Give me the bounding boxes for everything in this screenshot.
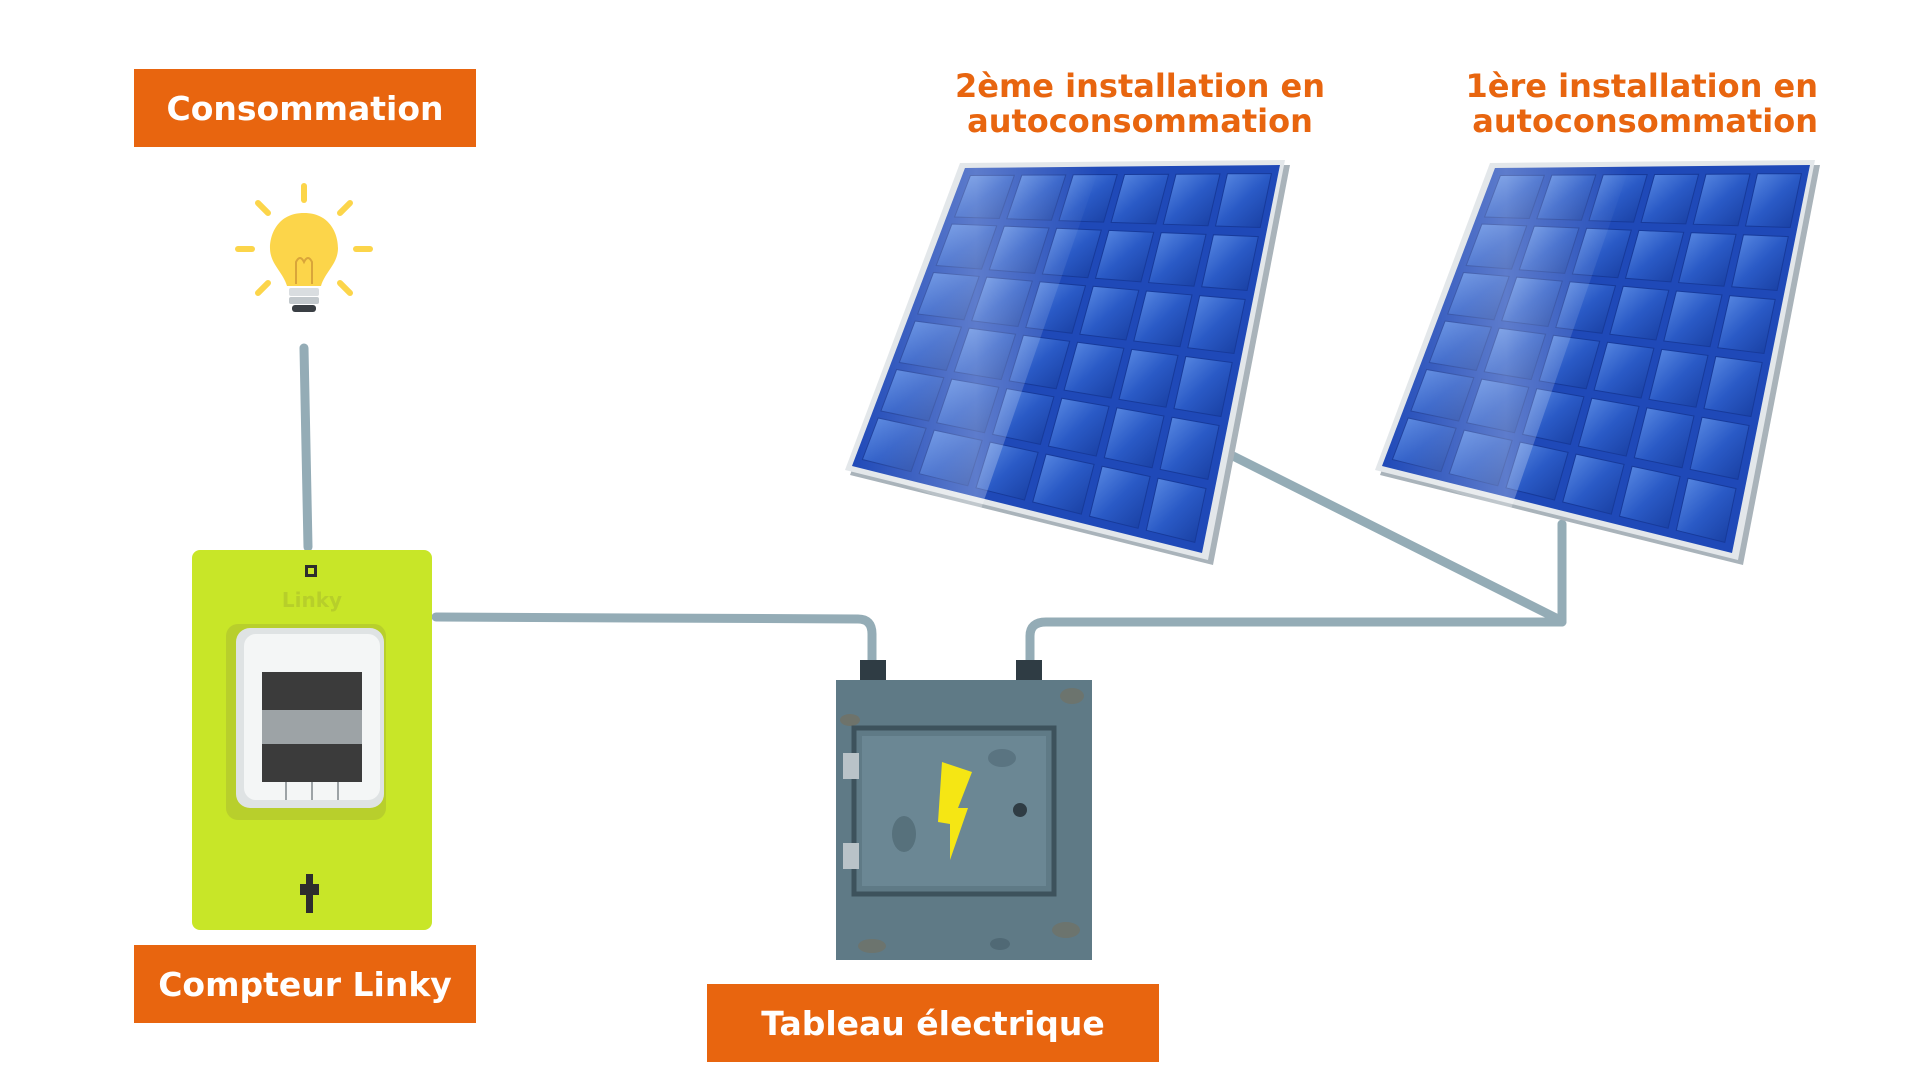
solar-cell [1159, 416, 1220, 480]
first-installation-line1: 1ère installation en [1465, 67, 1818, 105]
solar-cell [1094, 229, 1155, 283]
solar-cell [1079, 285, 1140, 341]
solar-cell [1663, 290, 1723, 348]
second-installation-line1: 2ème installation en [954, 67, 1326, 105]
first-installation-title: 1ère installation en autoconsommation [1400, 69, 1818, 139]
linky-meter: Linky [192, 550, 432, 930]
solar-cell [1593, 341, 1655, 399]
solar-cell [1147, 232, 1207, 287]
tableau-electrique-label: Tableau électrique [707, 984, 1159, 1062]
solar-cell [1103, 407, 1165, 469]
solar-cell [1047, 397, 1110, 457]
solar-cell [1633, 407, 1695, 469]
solar-panel-second [845, 160, 1290, 565]
solar-cell [1145, 477, 1207, 544]
solar-cell [1618, 465, 1681, 529]
solar-cell [1703, 355, 1763, 418]
consommation-label: Consommation [134, 69, 476, 147]
solar-cell [1201, 234, 1259, 292]
solar-cell [1214, 173, 1273, 229]
first-installation-line2: autoconsommation [1472, 102, 1818, 140]
solar-cell [1063, 341, 1125, 399]
solar-cell [1133, 290, 1193, 348]
solar-cell [1640, 173, 1700, 225]
electrical-panel [836, 660, 1092, 960]
cable-tableau-to-junction [1025, 617, 1567, 667]
solar-cell [1187, 295, 1246, 355]
solar-cell [1032, 453, 1095, 515]
solar-cell [1744, 173, 1803, 229]
solar-cell [1624, 229, 1685, 283]
second-installation-title: 2ème installation en autoconsommation [930, 69, 1350, 139]
meter-brand: Linky [282, 588, 342, 612]
solar-cell [1692, 173, 1751, 227]
solar-cell [1609, 285, 1670, 341]
plug-icon [300, 874, 319, 913]
lightning-bolt-icon [938, 762, 972, 860]
cable-bulb-to-meter [299, 343, 313, 552]
solar-cell [1577, 397, 1640, 457]
solar-cell [1562, 453, 1625, 515]
solar-cell [1173, 355, 1233, 418]
light-bulb-icon [235, 183, 373, 312]
solar-cell [1717, 295, 1776, 355]
compteur-linky-label: Compteur Linky [134, 945, 476, 1023]
solar-cell [1162, 173, 1221, 227]
solar-cell [1675, 477, 1737, 544]
cables [299, 343, 1567, 667]
solar-cell [1110, 173, 1170, 225]
cable-meter-to-tableau [431, 612, 877, 667]
cable-panel2-to-junction [1220, 447, 1565, 625]
second-installation-line2: autoconsommation [967, 102, 1313, 140]
solar-cell [1677, 232, 1737, 287]
solar-cell [1689, 416, 1750, 480]
solar-cell [1648, 348, 1709, 408]
solar-cell [1088, 465, 1151, 529]
solar-cell [1731, 234, 1789, 292]
solar-panel-first [1375, 160, 1820, 565]
solar-cell [1118, 348, 1179, 408]
